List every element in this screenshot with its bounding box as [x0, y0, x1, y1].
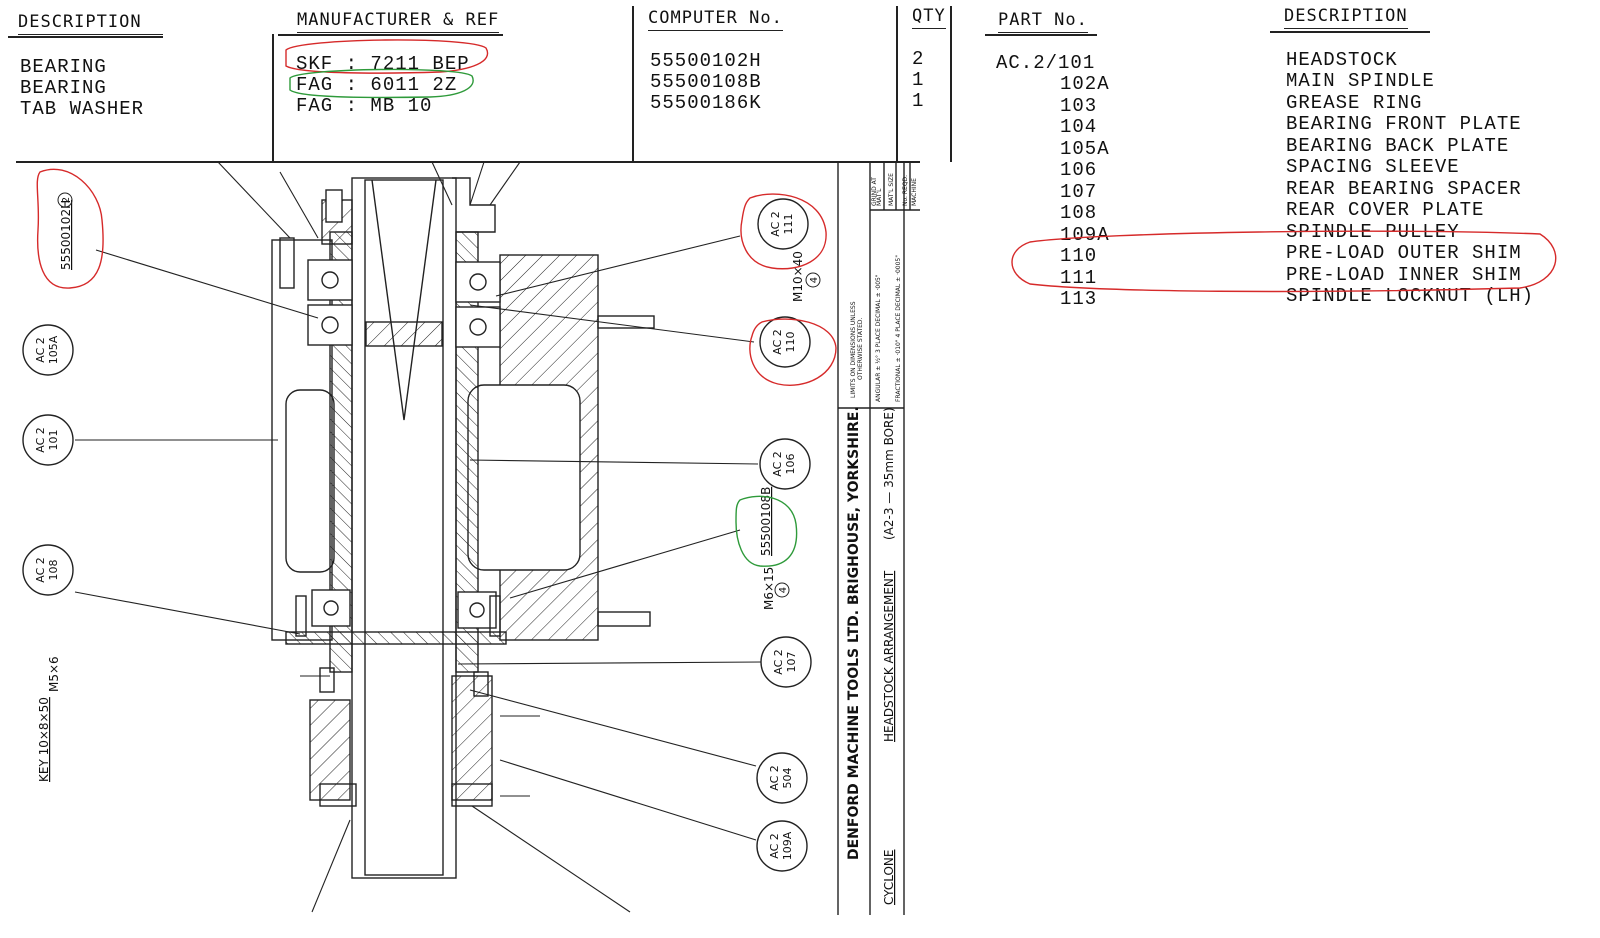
- bearing-ref-top: 55500102H: [59, 200, 73, 270]
- part-desc-4: BEARING FRONT PLATE: [1286, 113, 1522, 135]
- balloon-107-top: AC 2: [772, 649, 785, 675]
- header-part-description: DESCRIPTION: [1284, 6, 1408, 29]
- balloon-504-bottom: 504: [781, 768, 794, 789]
- part-desc-2: MAIN SPINDLE: [1286, 70, 1435, 92]
- part-no-8: 108: [1060, 202, 1098, 224]
- balloon-504-top: AC 2: [768, 765, 781, 791]
- balloon-105a: [22, 324, 74, 376]
- part-no-9: 109A: [1060, 224, 1110, 246]
- limits-line-1: LIMITS ON DIMENSIONS UNLESS: [850, 301, 857, 398]
- part-desc-6: SPACING SLEEVE: [1286, 156, 1460, 178]
- part-desc-8: REAR COVER PLATE: [1286, 199, 1485, 221]
- balloon-504: [756, 752, 808, 804]
- balloon-109a: [756, 820, 808, 872]
- left-row-3-manufacturer: FAG : MB 10: [296, 95, 433, 117]
- balloon-101: [22, 414, 74, 466]
- part-no-6: 106: [1060, 159, 1098, 181]
- part-no-11: 111: [1060, 267, 1098, 289]
- part-desc-3: GREASE RING: [1286, 92, 1423, 114]
- part-no-4: 104: [1060, 116, 1098, 138]
- balloon-111: [757, 198, 809, 250]
- part-desc-11: PRE-LOAD INNER SHIM: [1286, 264, 1522, 286]
- balloon-106-top: AC 2: [771, 451, 784, 477]
- part-no-5: 105A: [1060, 138, 1110, 160]
- part-desc-10: PRE-LOAD OUTER SHIM: [1286, 242, 1522, 264]
- header-description: DESCRIPTION: [18, 12, 163, 35]
- limits-line-2: OTHERWISE STATED.: [857, 317, 864, 380]
- part-no-12: 113: [1060, 288, 1098, 310]
- bearing-ref-mid: 55500108B: [759, 487, 773, 556]
- left-row-2-computer-no: 55500108B: [650, 71, 762, 93]
- balloon-109a-top: AC 2: [768, 833, 781, 859]
- side-label-4: MACHINE: [911, 178, 918, 206]
- part-no-1: AC.2/101: [996, 52, 1096, 74]
- balloon-109a-bottom: 109A: [781, 831, 794, 860]
- header-computer-no: COMPUTER No.: [648, 8, 783, 31]
- screw-m10-label: M10×40: [791, 251, 805, 302]
- screw-m6-qty: 4: [778, 587, 789, 593]
- balloon-101-bottom: 101: [47, 430, 60, 451]
- part-desc-7: REAR BEARING SPACER: [1286, 178, 1522, 200]
- title-drawing: HEADSTOCK ARRANGEMENT: [882, 570, 896, 742]
- screw-m5-label: M5×6: [47, 656, 61, 692]
- part-no-10: 110: [1060, 245, 1098, 267]
- limits-line-3: ANGULAR ± ½° 3 PLACE DECIMAL ± ·005": [875, 274, 882, 402]
- header-part-no: PART No.: [998, 10, 1088, 33]
- balloon-106-bottom: 106: [784, 454, 797, 475]
- side-label-5: GRIND AT: [871, 177, 878, 206]
- balloon-105a-bottom: 105A: [47, 335, 60, 364]
- balloon-110-bottom: 110: [784, 332, 797, 353]
- left-row-2-description: BEARING: [20, 77, 107, 99]
- balloon-105a-top: AC 2: [34, 337, 47, 363]
- part-no-3: 103: [1060, 95, 1098, 117]
- left-row-1-description: BEARING: [20, 56, 107, 78]
- balloon-107: [760, 636, 812, 688]
- screw-m10-qty: 4: [809, 277, 820, 283]
- balloon-107-bottom: 107: [785, 652, 798, 673]
- balloon-110: [759, 316, 811, 368]
- header-qty: QTY: [912, 6, 946, 29]
- balloon-108-bottom: 108: [47, 560, 60, 581]
- balloon-110-top: AC 2: [771, 329, 784, 355]
- limits-line-4: FRACTIONAL ± ·010" 4 PLACE DECIMAL ± ·00…: [895, 255, 902, 402]
- balloon-111-bottom: 111: [782, 214, 795, 235]
- left-row-3-qty: 1: [912, 90, 925, 112]
- side-label-2: MAT'L SIZE: [888, 173, 895, 206]
- title-company: DENFORD MACHINE TOOLS LTD. BRIGHOUSE, YO…: [846, 406, 862, 860]
- left-row-3-description: TAB WASHER: [20, 98, 145, 120]
- left-row-1-qty: 2: [912, 48, 925, 70]
- left-row-3-computer-no: 55500186K: [650, 92, 762, 114]
- part-desc-9: SPINDLE PULLEY: [1286, 221, 1460, 243]
- key-label: KEY 10×8×50: [37, 697, 51, 782]
- header-manufacturer: MANUFACTURER & REF: [297, 10, 500, 33]
- title-subtitle: (A2-3 — 35mm BORE): [882, 407, 896, 540]
- balloon-101-top: AC 2: [34, 427, 47, 453]
- part-no-7: 107: [1060, 181, 1098, 203]
- balloon-111-top: AC 2: [769, 211, 782, 237]
- left-row-1-computer-no: 55500102H: [650, 50, 762, 72]
- side-label-1: MAT'L: [876, 188, 883, 206]
- part-desc-1: HEADSTOCK: [1286, 49, 1398, 71]
- screw-m6-label: M6×15: [762, 567, 776, 610]
- side-label-3: No. REQD.: [902, 175, 909, 206]
- balloon-106: [759, 438, 811, 490]
- balloon-108-top: AC 2: [34, 557, 47, 583]
- part-desc-5: BEARING BACK PLATE: [1286, 135, 1510, 157]
- bearing-ref-top-qty: 2: [61, 197, 72, 203]
- left-row-2-qty: 1: [912, 69, 925, 91]
- title-machine: CYCLONE: [882, 850, 896, 905]
- balloon-108: [22, 544, 74, 596]
- part-no-2: 102A: [1060, 73, 1110, 95]
- left-row-2-manufacturer: FAG : 6011 2Z: [296, 74, 458, 96]
